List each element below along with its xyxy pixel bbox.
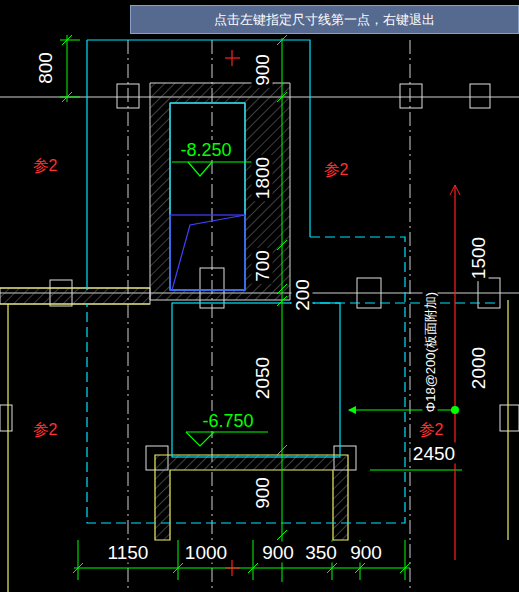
dimension: 900 xyxy=(348,542,384,563)
cad-path xyxy=(188,162,212,176)
cad-g xyxy=(172,162,268,446)
dimension: 1150 xyxy=(106,542,151,563)
cad-line xyxy=(405,540,406,580)
cad-path xyxy=(186,432,214,446)
cad-line xyxy=(212,40,213,592)
cad-rect xyxy=(400,84,422,108)
cad-line xyxy=(186,431,268,432)
cad-g xyxy=(0,288,508,592)
cad-line xyxy=(67,35,68,102)
cad-polyline xyxy=(172,215,245,290)
cad-line xyxy=(60,97,80,98)
cad-path xyxy=(450,185,460,195)
cad-line xyxy=(410,40,411,592)
dimension: 900 xyxy=(252,52,273,88)
rebar-note: Φ18@200(板面附加) xyxy=(423,290,438,414)
dimension: 2450 xyxy=(411,443,457,464)
cad-line xyxy=(128,40,129,592)
cad-path xyxy=(62,35,287,540)
cad-line xyxy=(507,300,508,540)
cad-line xyxy=(282,38,283,582)
dimension: 1800 xyxy=(252,155,273,201)
cad-rect xyxy=(170,215,245,290)
dimension: 900 xyxy=(252,475,273,511)
cad-line xyxy=(231,560,232,576)
cad-path xyxy=(150,83,290,300)
cad-rect xyxy=(172,303,340,457)
cad-line xyxy=(231,50,232,66)
cad-g xyxy=(60,35,462,582)
cad-g xyxy=(0,84,519,470)
elevation-mark: -8.250 xyxy=(178,140,233,160)
dimension: 700 xyxy=(252,248,273,284)
cad-line xyxy=(178,540,179,580)
cad-line xyxy=(60,40,80,41)
elevation-mark: -6.750 xyxy=(200,411,255,431)
cad-line xyxy=(454,185,455,560)
cad-line xyxy=(86,40,87,290)
reference-mark: 参2 xyxy=(31,421,60,439)
cad-line xyxy=(253,540,254,580)
cad-rect xyxy=(170,103,245,290)
cad-rect xyxy=(117,84,139,108)
reference-mark: 参2 xyxy=(31,157,60,175)
dimension: 350 xyxy=(303,542,339,563)
cad-path xyxy=(155,455,348,540)
cad-line xyxy=(7,304,8,592)
cad-line xyxy=(0,303,150,304)
reference-mark: 参2 xyxy=(322,161,351,179)
dimension: 1500 xyxy=(468,235,489,281)
status-prompt: 点击左键指定尺寸线第一点，右键退出 xyxy=(214,11,435,29)
cad-line xyxy=(78,540,79,580)
cad-g xyxy=(87,40,500,523)
cad-line xyxy=(349,410,418,411)
cad-rect xyxy=(200,268,224,308)
cad-polyline xyxy=(87,237,405,523)
cad-g xyxy=(170,215,245,290)
cad-polyline xyxy=(87,40,310,237)
cad-rect xyxy=(500,405,519,431)
reference-mark: 参2 xyxy=(417,421,446,439)
cad-line xyxy=(0,287,150,288)
dimension: 2000 xyxy=(468,345,489,391)
cad-rect xyxy=(0,288,150,304)
cad-g xyxy=(225,50,240,576)
cad-g xyxy=(0,40,519,592)
cad-rect xyxy=(0,405,12,431)
dimension: 1000 xyxy=(183,542,229,563)
dimension: 200 xyxy=(292,277,313,313)
dimension: 2050 xyxy=(252,355,273,401)
cad-path xyxy=(73,563,410,573)
dimension: 800 xyxy=(35,50,56,86)
dimension: 900 xyxy=(260,542,296,563)
cad-line xyxy=(370,470,462,471)
prompt-bar: 点击左键指定尺寸线第一点，右键退出 xyxy=(130,5,519,34)
cad-line xyxy=(290,302,500,303)
cad-circle xyxy=(451,406,459,414)
cad-rect xyxy=(470,84,490,108)
